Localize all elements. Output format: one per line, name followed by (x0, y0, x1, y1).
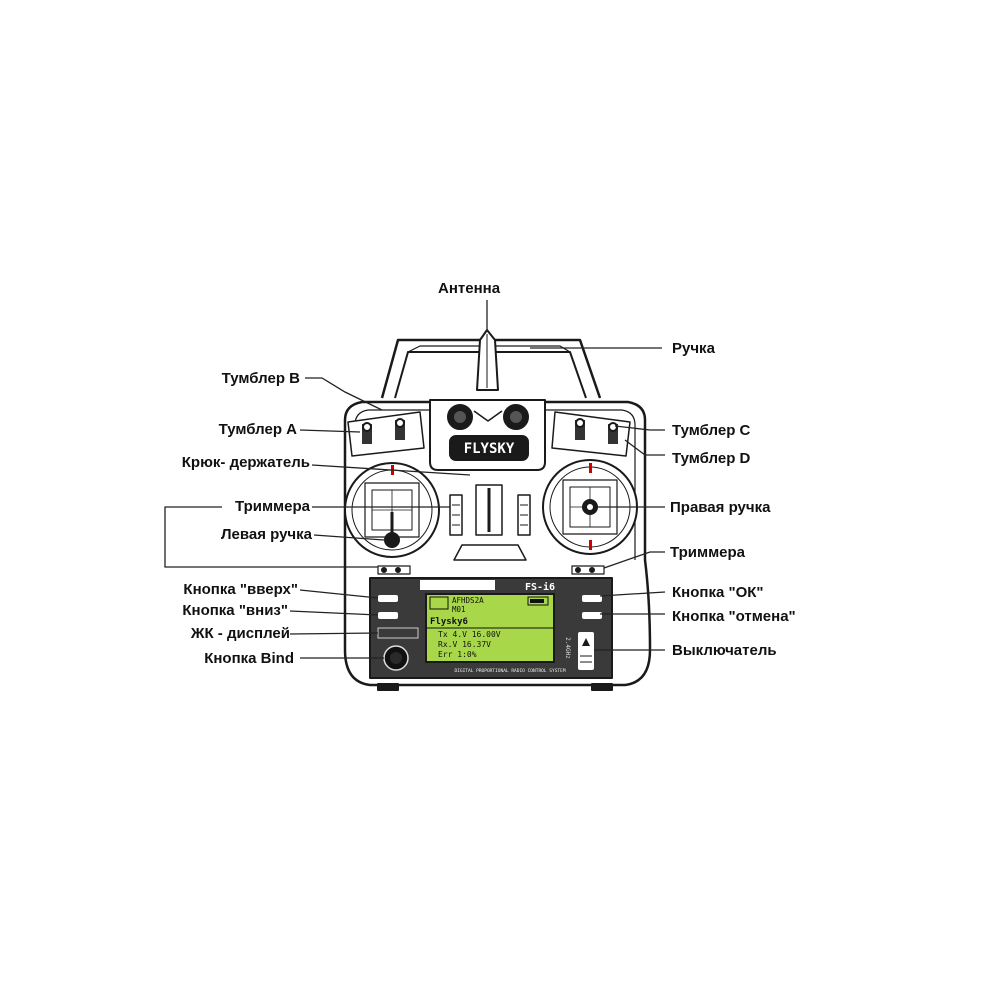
lcd-line-5: Rx.V 16.37V (438, 640, 491, 649)
panel-buttons (377, 595, 602, 671)
antenna (476, 329, 499, 391)
down-button-icon[interactable] (378, 612, 398, 619)
ok-button-icon[interactable] (582, 595, 602, 602)
label-down-button: Кнопка "вниз" (182, 602, 288, 619)
label-trims-left: Триммера (234, 498, 310, 515)
label-power-switch: Выключатель (672, 642, 777, 659)
lcd-screen: AFHDS2A M01 Flysky6 Tx 4.V 16.00V Rx.V 1… (425, 593, 555, 663)
right-horizontal-trim[interactable] (571, 565, 605, 575)
label-switch-d: Тумблер D (672, 450, 751, 467)
switch-d-icon[interactable] (608, 424, 618, 444)
switch-b-icon[interactable] (395, 420, 405, 440)
model-label: FS-i6 (525, 581, 555, 593)
panel-logo-strip (420, 580, 495, 590)
lcd-line-3: Flysky6 (430, 617, 468, 627)
hook-holder (453, 484, 527, 561)
label-bind-button: Кнопка Bind (204, 650, 294, 667)
power-switch-icon[interactable] (578, 632, 594, 670)
label-switch-b: Тумблер B (221, 370, 300, 387)
brand-logo: FLYSKY (464, 441, 515, 457)
label-switch-c: Тумблер C (672, 422, 751, 439)
label-up-button: Кнопка "вверх" (183, 581, 298, 598)
panel-bottom-text: DIGITAL PROPORTIONAL RADIO CONTROL SYSTE… (454, 668, 565, 674)
lcd-line-6: Err 1:0% (438, 650, 477, 659)
panel-side-text: 2.4GHz (564, 637, 571, 659)
label-cancel-button: Кнопка "отмена" (672, 608, 796, 625)
label-lcd: ЖК - дисплей (190, 625, 290, 642)
cancel-button-icon[interactable] (582, 612, 602, 619)
label-right-stick: Правая ручка (670, 499, 771, 516)
leader-lines (164, 300, 666, 659)
left-stick-icon[interactable] (384, 532, 400, 548)
lcd-line-1: AFHDS2A (452, 596, 484, 605)
top-center-panel (429, 399, 546, 471)
left-gimbal (344, 462, 440, 558)
lcd-line-4: Tx 4.V 16.00V (438, 630, 501, 639)
right-switch-panel (551, 411, 631, 457)
label-trims-right: Триммера (670, 544, 746, 561)
label-handle: Ручка (672, 340, 715, 357)
up-button-icon[interactable] (378, 595, 398, 602)
label-ok-button: Кнопка "ОК" (672, 584, 764, 601)
lcd-line-2: M01 (452, 605, 466, 614)
label-hook: Крюк- держатель (181, 454, 310, 471)
vertical-trims (449, 494, 531, 536)
horizontal-trims (377, 565, 605, 575)
right-gimbal (542, 459, 638, 555)
label-switch-a: Тумблер A (218, 421, 297, 438)
left-switch-panel (347, 411, 425, 457)
switch-a-icon[interactable] (362, 424, 372, 444)
label-left-stick: Левая ручка (220, 526, 312, 543)
switch-c-icon[interactable] (575, 420, 585, 440)
label-antenna: Антенна (438, 280, 501, 297)
left-horizontal-trim[interactable] (377, 565, 411, 575)
